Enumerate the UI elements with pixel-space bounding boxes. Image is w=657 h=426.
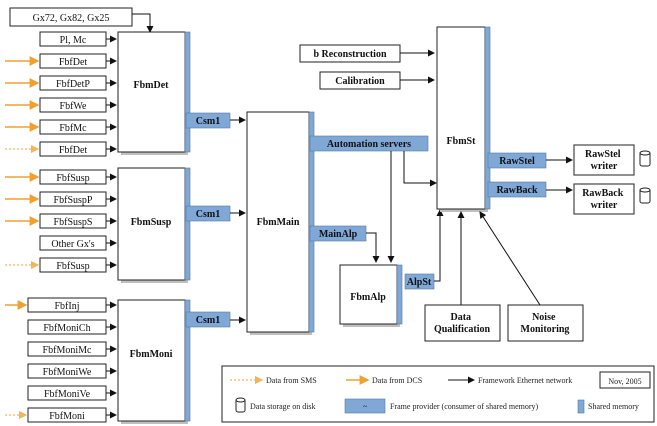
shm-label: Csm1 xyxy=(196,209,220,220)
process-label: FbmMoni xyxy=(130,349,173,360)
shm-label: MainAlp xyxy=(319,229,358,240)
legend-date-box xyxy=(599,371,651,389)
det-input-label: FbfDet xyxy=(59,57,88,68)
det-input-label: FbfWe xyxy=(60,101,88,112)
shm-csm1-moni: Csm1 xyxy=(185,311,231,328)
reconstruction-box: b Reconstruction xyxy=(299,44,401,63)
process-label: FbmMain xyxy=(257,217,300,228)
susp-input-box-2: FbfSuspS xyxy=(39,213,107,229)
shm-label: RawBack xyxy=(496,185,538,196)
susp-input-box-4: FbfSusp xyxy=(39,257,107,273)
process-fbmst: FbmSt xyxy=(436,26,488,212)
susp-input-box-3: Other Gx's xyxy=(39,235,107,251)
legend-shared-memory-label: Shared memory xyxy=(588,402,639,411)
shm-label: AlpSt xyxy=(407,277,432,288)
moni-input-box-0: FbfInj xyxy=(27,297,107,313)
legend: Data from SMS Data from DCS Framework Et… xyxy=(221,365,655,423)
susp-input-box-1: FbfSuspP xyxy=(39,191,107,207)
shm-label: Automation servers xyxy=(327,139,411,150)
rawback-writer: RawBack writer xyxy=(573,183,635,215)
legend-frame-provider-label: Frame provider (consumer of shared memor… xyxy=(390,402,539,411)
moni-input-label: FbfMoni xyxy=(49,411,85,422)
process-label: FbmAlp xyxy=(350,292,386,303)
legend-date: Nov, 2005 xyxy=(608,377,641,386)
process-label: FbmSusp xyxy=(131,217,172,228)
susp-input-label: FbfSusp xyxy=(56,261,89,272)
rawback-writer-label: RawBack writer xyxy=(582,188,626,211)
det-input-box-0: Pl, Mc xyxy=(39,31,107,47)
noise-monitoring-label: Noise Monitoring xyxy=(521,312,570,335)
moni-input-box-5: FbfMoni xyxy=(27,407,107,423)
det-input-box-5: FbfDet xyxy=(39,141,107,157)
moni-input-box-3: FbfMoniWe xyxy=(27,363,107,379)
susp-input-label: FbfSuspP xyxy=(54,195,93,206)
shared-memory-strip xyxy=(184,31,191,153)
shared-memory-strip xyxy=(308,111,315,333)
legend-shared-memory-swatch xyxy=(577,399,585,414)
det-input-box-1: FbfDet xyxy=(39,53,107,69)
legend-dcs-label: Data from DCS xyxy=(372,376,422,385)
moni-input-box-1: FbfMoniCh xyxy=(27,319,107,335)
shm-csm1-susp: Csm1 xyxy=(185,205,231,222)
susp-input-label: FbfSusp xyxy=(56,173,89,184)
det-input-label: FbfDet xyxy=(59,145,88,156)
calibration-box: Calibration xyxy=(319,71,401,90)
susp-input-box-0: FbfSusp xyxy=(39,169,107,185)
legend-disk-icon xyxy=(235,397,246,413)
legend-sms-label: Data from SMS xyxy=(266,376,317,385)
reconstruction-label: b Reconstruction xyxy=(313,49,386,60)
det-input-box-2: FbfDetP xyxy=(39,75,107,91)
process-fbmdet: FbmDet xyxy=(117,31,188,155)
process-fbmmain: FbmMain xyxy=(246,111,312,335)
shm-mainalp: MainAlp xyxy=(309,225,367,242)
shared-memory-strip xyxy=(484,26,491,210)
legend-network-label: Framework Ethernet network xyxy=(478,376,572,385)
legend-frame xyxy=(221,365,655,423)
moni-input-box-4: FbfMoniVe xyxy=(27,385,107,401)
moni-input-label: FbfMoniWe xyxy=(43,367,92,378)
process-label: FbmSt xyxy=(447,136,477,147)
legend-frame-symbol: ~ xyxy=(363,402,368,411)
moni-input-label: FbfMoniMc xyxy=(43,345,92,356)
shm-label: Csm1 xyxy=(196,315,220,326)
noise-monitoring-box: Noise Monitoring xyxy=(507,304,584,342)
process-fbmalp: FbmAlp xyxy=(339,264,400,327)
disk-icon xyxy=(639,150,651,167)
top-input-label: Gx72, Gx82, Gx25 xyxy=(33,13,110,24)
calibration-label: Calibration xyxy=(335,76,385,87)
process-fbmsusp: FbmSusp xyxy=(117,167,188,283)
data-qualification-label: Data Qualification xyxy=(434,312,491,335)
shared-memory-strip xyxy=(184,299,191,422)
rawstel-writer-label: RawStel writer xyxy=(585,149,623,172)
disk-icon xyxy=(639,187,651,204)
moni-input-label: FbfMoniVe xyxy=(44,389,91,400)
shm-label: RawStel xyxy=(499,156,535,167)
shared-memory-strip xyxy=(184,167,191,281)
moni-input-box-2: FbfMoniMc xyxy=(27,341,107,357)
legend-frame-provider-swatch: ~ xyxy=(344,398,386,414)
det-input-box-3: FbfWe xyxy=(39,97,107,113)
shm-automation-servers: Automation servers xyxy=(309,135,429,152)
shm-csm1-det: Csm1 xyxy=(185,112,231,129)
shm-label: Csm1 xyxy=(196,116,220,127)
shm-rawstel: RawStel xyxy=(487,152,547,169)
shm-alpst: AlpSt xyxy=(404,273,435,290)
top-input-arrow xyxy=(132,13,154,33)
process-label: FbmDet xyxy=(134,80,170,91)
top-input-box: Gx72, Gx82, Gx25 xyxy=(9,7,133,27)
det-input-label: FbfMc xyxy=(59,123,87,134)
shm-rawback: RawBack xyxy=(487,181,547,198)
susp-input-label: Other Gx's xyxy=(51,239,94,250)
moni-input-label: FbfMoniCh xyxy=(43,323,90,334)
shared-memory-strip xyxy=(396,264,403,325)
det-input-box-4: FbfMc xyxy=(39,119,107,135)
det-input-label: Pl, Mc xyxy=(60,35,87,46)
det-input-label: FbfDetP xyxy=(56,79,90,90)
susp-input-label: FbfSuspS xyxy=(54,217,93,228)
legend-disk-label: Data storage on disk xyxy=(250,402,316,411)
moni-input-label: FbfInj xyxy=(55,301,80,312)
rawstel-writer: RawStel writer xyxy=(573,144,635,176)
data-qualification-box: Data Qualification xyxy=(424,304,501,342)
process-fbmmoni: FbmMoni xyxy=(117,299,188,424)
